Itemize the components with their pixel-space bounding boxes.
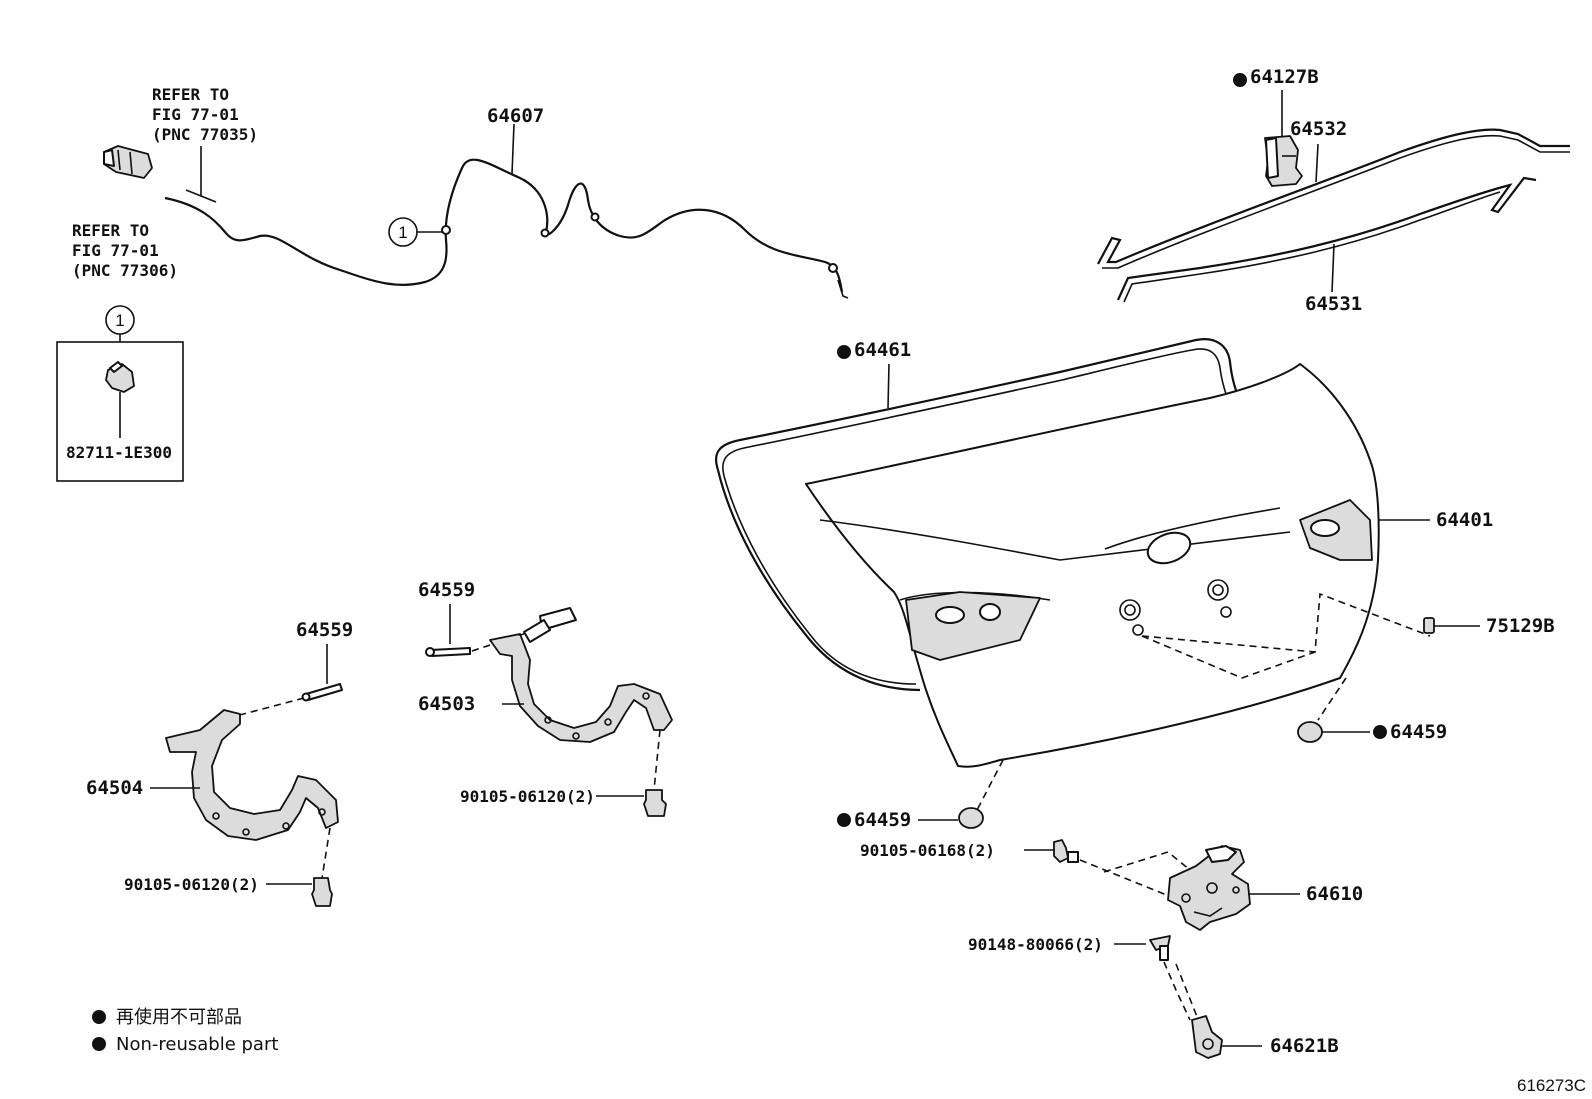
reference-a-line-2: FIG 77-01 (152, 105, 239, 124)
rod-64532: 64532 (1097, 118, 1570, 269)
lid-holes (1119, 579, 1232, 636)
inset-marker-text: 1 (115, 311, 124, 330)
reference-b: REFER TO FIG 77-01 (PNC 77306) (72, 221, 178, 280)
part-label-90148-80066: 90148-80066(2) (968, 935, 1103, 954)
part-label-64504: 64504 (86, 777, 143, 799)
part-label-64559-mid: 64559 (418, 579, 475, 601)
part-label-75129b: 75129B (1486, 615, 1555, 637)
cushion-64459-right: 64459 (1297, 677, 1447, 743)
legend-dot-1 (92, 1010, 106, 1024)
reference-a-line-1: REFER TO (152, 85, 229, 104)
clip-75129b: 75129B (1423, 615, 1555, 637)
part-label-90105-06168: 90105-06168(2) (860, 841, 995, 860)
release-cable-64607: 64607 (164, 105, 849, 299)
weatherstrip-64461: 64461 (714, 338, 1241, 692)
figure-id: 616273C (1517, 1076, 1586, 1095)
part-label-64621b: 64621B (1270, 1035, 1339, 1057)
part-label-64610: 64610 (1306, 883, 1363, 905)
part-label-64401: 64401 (1436, 509, 1493, 531)
trunk-lid-64401: 64401 (805, 363, 1493, 768)
legend: 再使用不可部品 Non-reusable part (92, 1007, 278, 1055)
part-label-64559-left: 64559 (296, 619, 353, 641)
legend-dot-2 (92, 1037, 106, 1051)
part-label-64461: 64461 (854, 339, 911, 361)
part-label-64459-bottom: 64459 (854, 809, 911, 831)
part-label-64459-right: 64459 (1390, 721, 1447, 743)
non-reusable-dot-64461 (837, 345, 851, 359)
lock-assembly-64610: 90105-06168(2) 64610 (860, 839, 1363, 931)
inset-part-label: 82711-1E300 (66, 443, 172, 462)
reference-b-line-3: (PNC 77306) (72, 261, 178, 280)
cushion-64459-bottom: 64459 (837, 759, 1004, 831)
striker-64621b: 90148-80066(2) 64621B (968, 935, 1339, 1059)
connector-part-icon (103, 145, 153, 179)
rod-holder-64127b: 64127B (1233, 66, 1319, 187)
inset-box: 1 82711-1E300 (56, 305, 184, 482)
reference-b-line-2: FIG 77-01 (72, 241, 159, 260)
part-label-64503: 64503 (418, 693, 475, 715)
reference-b-line-1: REFER TO (72, 221, 149, 240)
rod-64531: 64531 (1116, 176, 1537, 315)
reference-a-line-3: (PNC 77035) (152, 125, 258, 144)
reference-a: REFER TO FIG 77-01 (PNC 77035) (152, 85, 258, 203)
legend-line-2: Non-reusable part (116, 1034, 278, 1055)
legend-line-1: 再使用不可部品 (116, 1007, 242, 1028)
hinge-64504: 64559 64504 90105-06120(2) (86, 619, 353, 907)
part-label-90105-06120-mid: 90105-06120(2) (460, 787, 595, 806)
part-label-64532: 64532 (1290, 118, 1347, 140)
part-label-64607: 64607 (487, 105, 544, 127)
non-reusable-dot-64459-right (1373, 725, 1387, 739)
callout-marker-1: 1 (388, 217, 442, 247)
part-label-90105-06120-left: 90105-06120(2) (124, 875, 259, 894)
part-label-64531: 64531 (1305, 293, 1362, 315)
hinge-64503: 64559 64503 90105-06120(2) (418, 579, 673, 817)
non-reusable-dot-64459-bottom (837, 813, 851, 827)
callout-marker-1-text: 1 (398, 223, 407, 242)
clip-part-icon (105, 361, 135, 393)
non-reusable-dot-64127b (1233, 73, 1247, 87)
part-label-64127b: 64127B (1250, 66, 1319, 88)
